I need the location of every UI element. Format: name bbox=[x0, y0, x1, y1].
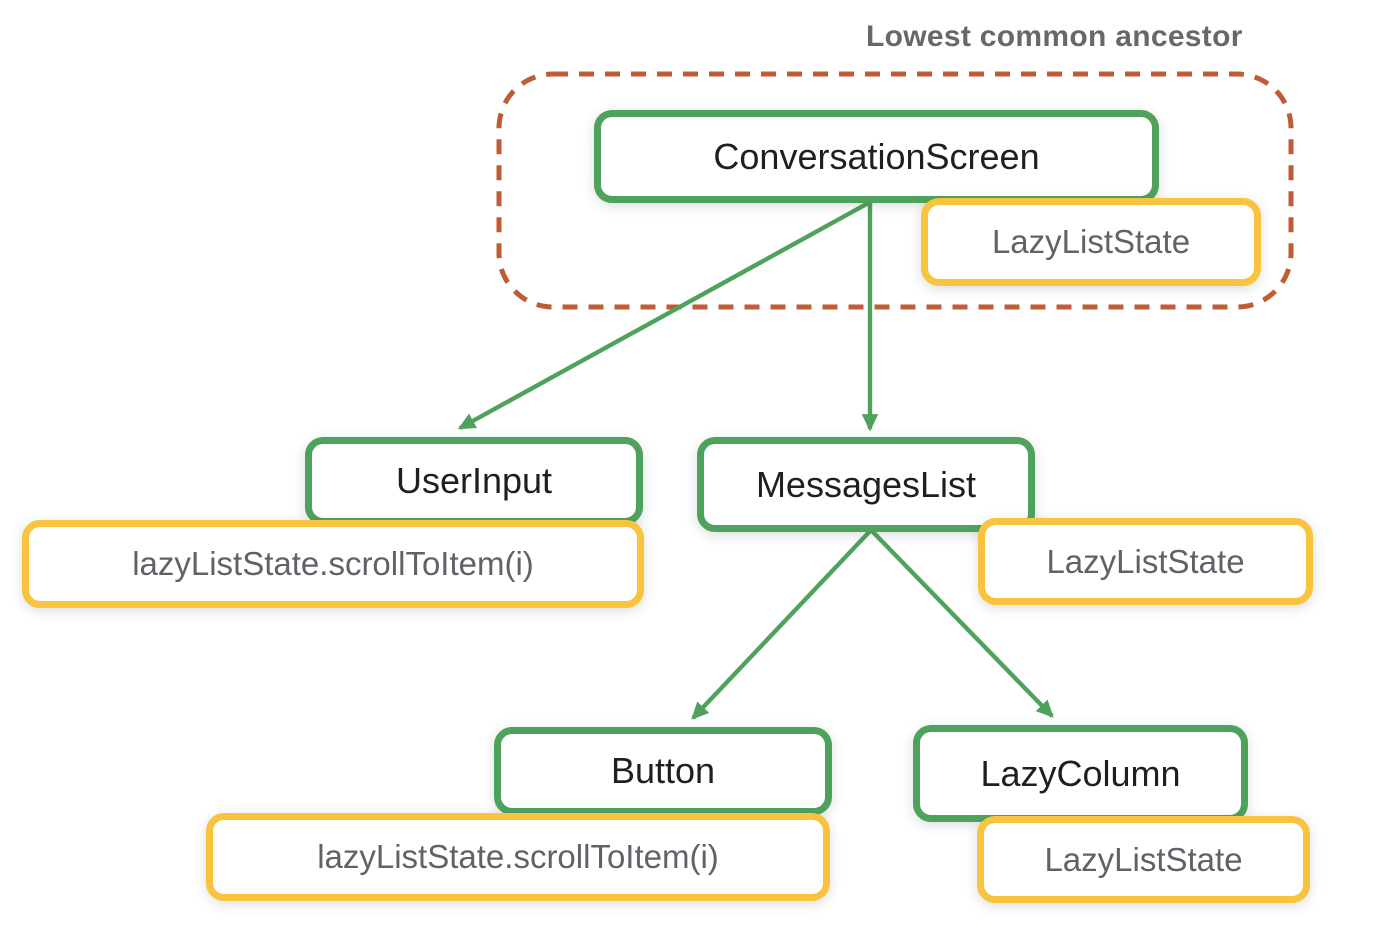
lowest-common-ancestor-outline bbox=[496, 71, 1294, 310]
node-button-label: Button bbox=[610, 750, 716, 791]
lowest-common-ancestor-label: Lowest common ancestor bbox=[866, 20, 1243, 53]
node-messageslist-label: MessagesList bbox=[755, 463, 977, 505]
state-tag-button-label: lazyListState.scrollToItem(i) bbox=[317, 838, 719, 875]
node-conversationscreen-label: ConversationScreen bbox=[713, 135, 1040, 177]
node-button: Button bbox=[494, 727, 832, 815]
state-tag-button: lazyListState.scrollToItem(i) bbox=[206, 813, 830, 901]
state-tag-lazycolumn: LazyListState bbox=[977, 816, 1310, 903]
state-tag-conversationscreen: LazyListState bbox=[921, 198, 1261, 286]
node-lazycolumn: LazyColumn bbox=[913, 725, 1248, 822]
state-tag-messageslist-label: LazyListState bbox=[1046, 542, 1245, 580]
state-tag-userinput: lazyListState.scrollToItem(i) bbox=[22, 520, 644, 608]
node-messageslist: MessagesList bbox=[697, 437, 1035, 532]
edge-messageslist-button bbox=[691, 528, 873, 720]
state-tag-userinput-label: lazyListState.scrollToItem(i) bbox=[132, 545, 534, 582]
node-userinput: UserInput bbox=[305, 437, 643, 525]
edge-conversationscreen-userinput bbox=[457, 199, 874, 430]
edge-messageslist-lazycolumn bbox=[869, 528, 1054, 718]
node-userinput-label: UserInput bbox=[395, 460, 553, 501]
state-tag-messageslist: LazyListState bbox=[978, 518, 1313, 605]
node-conversationscreen: ConversationScreen bbox=[594, 110, 1159, 203]
state-tag-lazycolumn-label: LazyListState bbox=[1044, 840, 1243, 878]
node-lazycolumn-label: LazyColumn bbox=[980, 752, 1181, 794]
state-tag-conversationscreen-label: LazyListState bbox=[991, 223, 1191, 260]
